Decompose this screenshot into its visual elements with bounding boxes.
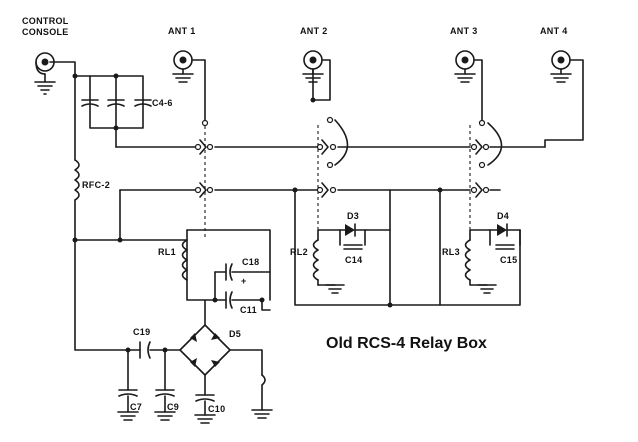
capacitor-bank-c4-6 xyxy=(81,99,152,107)
diode-d4 xyxy=(489,223,521,250)
relay-coil-rl3 xyxy=(464,229,497,294)
relay-contacts-rl3 xyxy=(470,119,503,198)
label-c19: C19 xyxy=(133,327,150,337)
label-d4: D4 xyxy=(497,211,509,221)
ant1-connector[interactable] xyxy=(172,50,194,83)
ant4-connector[interactable] xyxy=(550,50,572,83)
ant3-connector[interactable] xyxy=(454,50,476,83)
relay-contacts-rl1 xyxy=(194,119,214,198)
label-ant2: ANT 2 xyxy=(300,26,328,36)
junction-dots xyxy=(72,73,443,353)
capacitor-c18 xyxy=(214,263,271,281)
label-console: CONSOLE xyxy=(22,27,69,37)
label-c4-6: C4-6 xyxy=(152,98,173,108)
capacitor-c7 xyxy=(117,389,139,421)
label-c7: C7 xyxy=(130,402,142,412)
diode-d3 xyxy=(339,223,366,250)
capacitor-c9 xyxy=(154,389,176,421)
diagram-title: Old RCS-4 Relay Box xyxy=(326,335,487,352)
relay-coil-rl2 xyxy=(312,229,345,294)
label-rl3: RL3 xyxy=(442,247,460,257)
label-d3: D3 xyxy=(347,211,359,221)
ground-bridge xyxy=(251,374,273,419)
label-d5: D5 xyxy=(229,329,241,339)
wiring xyxy=(49,59,584,396)
capacitor-c11 xyxy=(214,271,263,309)
label-rl2: RL2 xyxy=(290,247,308,257)
capacitor-c10 xyxy=(194,394,216,424)
label-rl1: RL1 xyxy=(158,247,176,257)
control-console-connector[interactable] xyxy=(34,52,56,95)
label-control: CONTROL xyxy=(22,16,69,26)
label-c18: C18 xyxy=(242,257,259,267)
label-c11: C11 xyxy=(240,305,257,315)
label-c9: C9 xyxy=(167,402,179,412)
label-ant1: ANT 1 xyxy=(168,26,196,36)
capacitor-c19 xyxy=(139,341,151,359)
label-ant3: ANT 3 xyxy=(450,26,478,36)
label-c18-plus: + xyxy=(241,276,247,286)
rfc2-choke xyxy=(74,159,80,201)
relay-linkages xyxy=(204,120,471,240)
relay-contacts-rl2 xyxy=(316,116,349,198)
label-c10: C10 xyxy=(208,404,225,414)
label-c14: C14 xyxy=(345,255,362,265)
bridge-rectifier-d5 xyxy=(179,324,231,376)
label-rfc2: RFC-2 xyxy=(82,180,110,190)
label-ant4: ANT 4 xyxy=(540,26,568,36)
relay-coil-rl1 xyxy=(181,239,188,281)
label-c15: C15 xyxy=(500,255,517,265)
